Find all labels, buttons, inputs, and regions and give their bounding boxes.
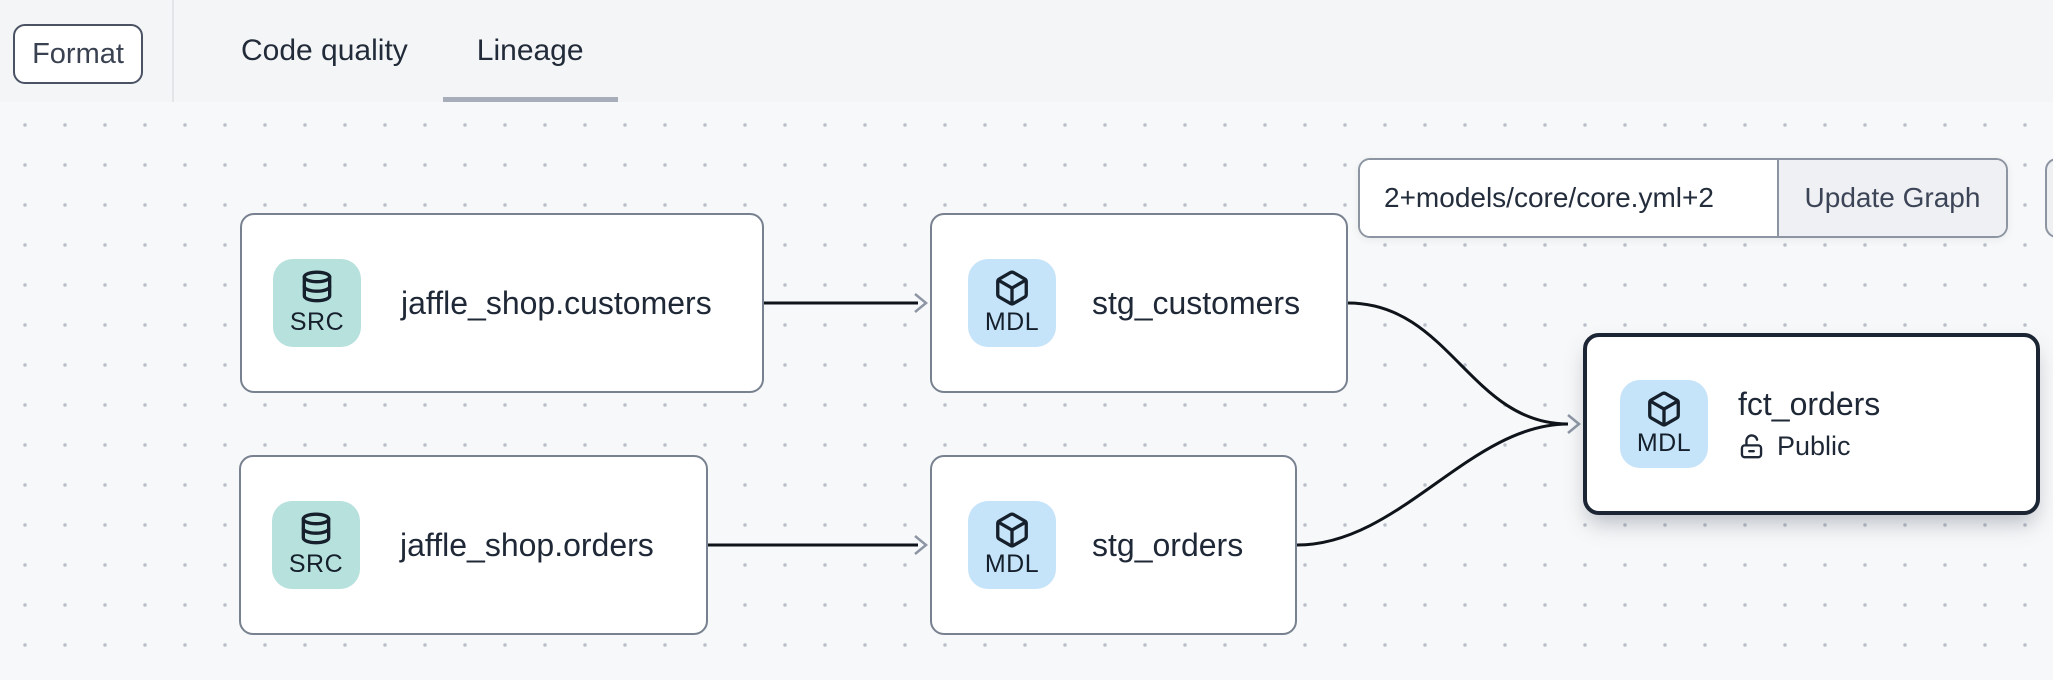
- arrowhead-stg-customers: [914, 293, 928, 313]
- unlock-icon: [1740, 434, 1763, 459]
- model-selector-group: Update Graph: [1358, 158, 2008, 238]
- access-label: Public: [1777, 431, 1851, 461]
- model-tile: MDL: [1620, 380, 1708, 468]
- node-type-badge: MDL: [1636, 429, 1692, 457]
- node-fct-orders[interactable]: MDL fct_orders Public: [1583, 333, 2040, 515]
- database-icon: [302, 270, 332, 303]
- node-jaffle-shop-orders[interactable]: SRC jaffle_shop.orders: [239, 455, 708, 635]
- node-label: jaffle_shop.customers: [401, 284, 712, 321]
- node-label: stg_orders: [1092, 526, 1244, 563]
- cube-icon: [996, 270, 1028, 306]
- node-stg-orders[interactable]: MDL stg_orders: [930, 455, 1297, 635]
- model-tile: MDL: [968, 259, 1056, 347]
- node-type-badge: MDL: [984, 308, 1040, 336]
- edge-stg-orders-to-fct-orders: [1296, 422, 1569, 547]
- node-stg-customers[interactable]: MDL stg_customers: [930, 213, 1348, 393]
- model-tile: MDL: [968, 501, 1056, 589]
- node-type-badge: SRC: [289, 308, 345, 336]
- access-row: Public: [1738, 431, 1880, 462]
- cube-icon: [1648, 391, 1680, 427]
- node-type-badge: MDL: [984, 550, 1040, 578]
- database-icon: [301, 512, 331, 545]
- node-label: stg_customers: [1092, 284, 1301, 321]
- top-toolbar: Format Code quality Lineage: [0, 0, 2053, 102]
- cube-icon: [996, 512, 1028, 548]
- toolbar-divider: [172, 0, 174, 102]
- tab-lineage[interactable]: Lineage: [442, 0, 618, 102]
- format-button[interactable]: Format: [13, 24, 143, 84]
- arrowhead-stg-orders: [914, 535, 928, 555]
- node-type-badge: SRC: [288, 550, 344, 578]
- source-tile: SRC: [272, 501, 360, 589]
- lineage-canvas[interactable]: SRC jaffle_shop.customers SRC jaffle_sho…: [0, 102, 2053, 680]
- model-selector-input[interactable]: [1360, 160, 1777, 236]
- node-jaffle-shop-customers[interactable]: SRC jaffle_shop.customers: [240, 213, 764, 393]
- update-graph-button[interactable]: Update Graph: [1777, 160, 2006, 236]
- edge-stg-customers-to-fct-orders: [1347, 301, 1569, 426]
- node-label: jaffle_shop.orders: [400, 526, 654, 563]
- node-text-block: fct_orders Public: [1738, 386, 1880, 462]
- clipped-right-control[interactable]: [2045, 158, 2053, 238]
- arrowhead-fct-orders: [1567, 414, 1581, 434]
- source-tile: SRC: [273, 259, 361, 347]
- tab-bar: Code quality Lineage: [241, 0, 618, 102]
- tab-code-quality[interactable]: Code quality: [241, 34, 408, 67]
- node-label: fct_orders: [1738, 386, 1881, 422]
